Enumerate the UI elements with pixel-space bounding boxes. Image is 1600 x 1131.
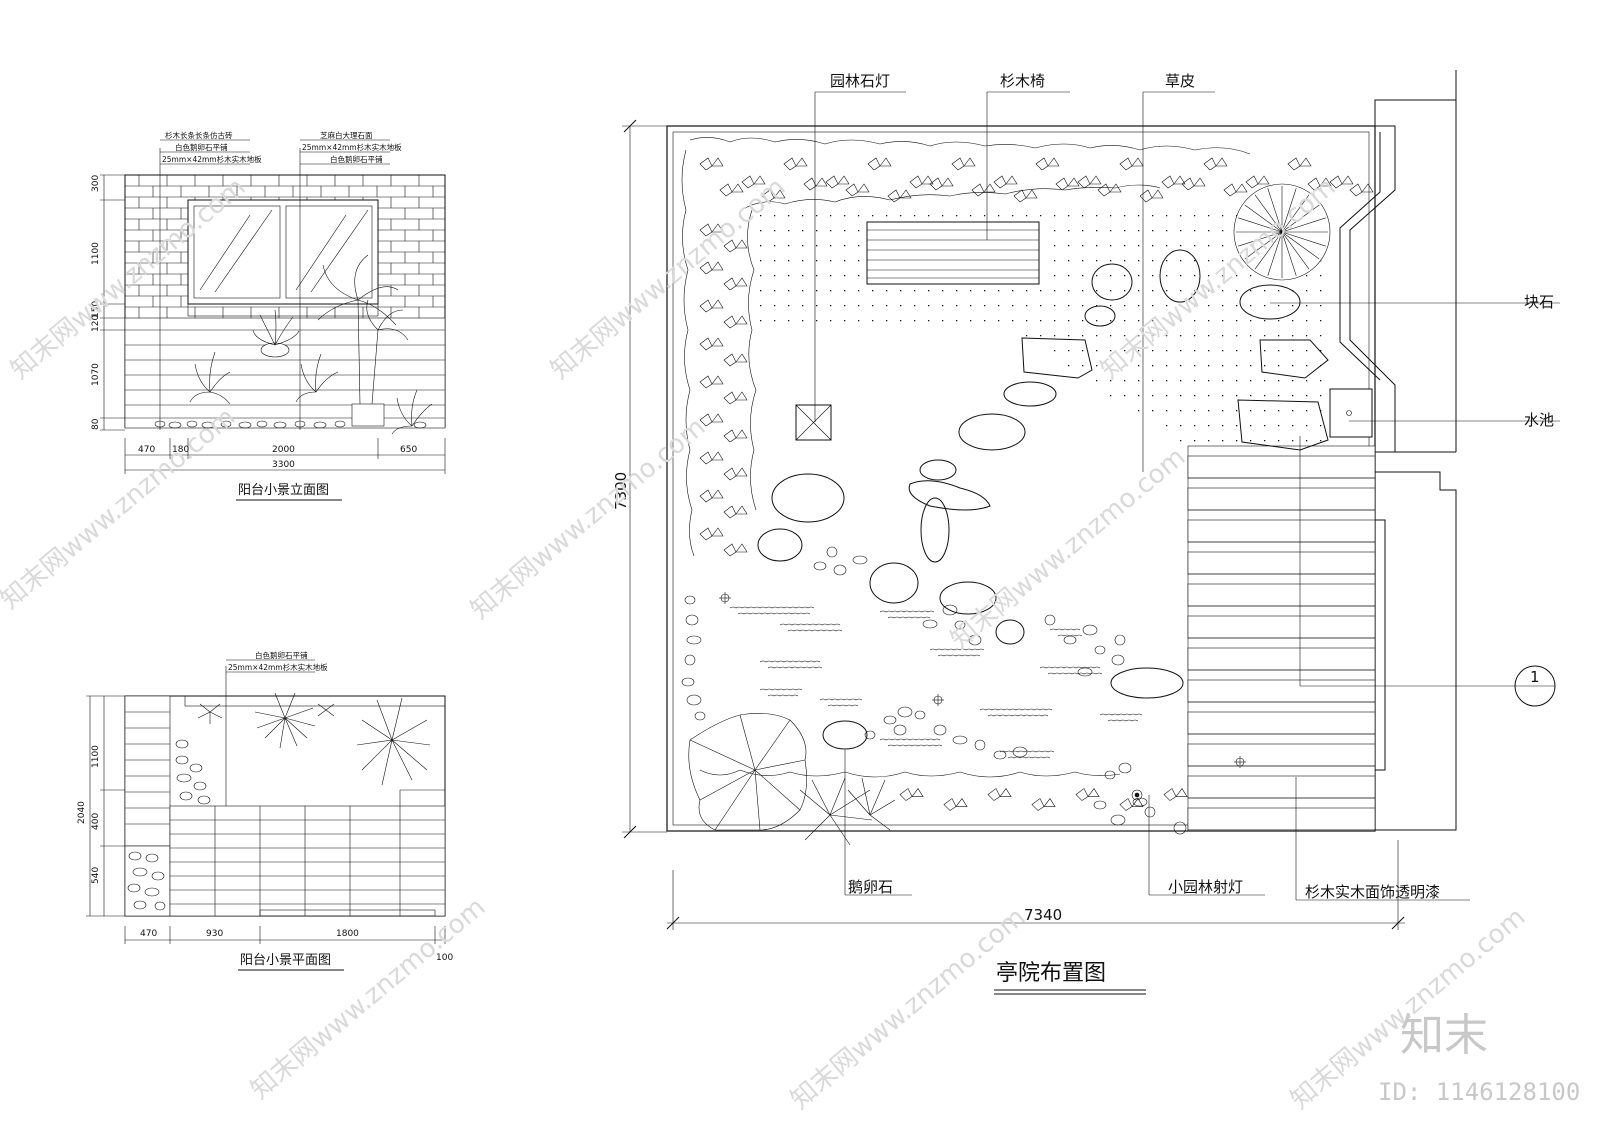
plan-dim-h-1: 470 <box>140 929 157 939</box>
plan-dim-v-2: 2040 <box>77 801 87 824</box>
plan-title: 阳台小景平面图 <box>240 953 331 968</box>
small-plant <box>189 351 433 435</box>
pond <box>1329 388 1373 438</box>
label-pond: 水池 <box>1524 411 1554 429</box>
watermark-id: ID: 1146128100 <box>1378 1078 1580 1106</box>
label-spotlight: 小园林射灯 <box>1168 878 1243 896</box>
label-rock: 块石 <box>1524 293 1554 311</box>
balcony-plan-drawing: 白色鹅卵石平铺 25mm×42mm杉木实木地板 1100 2040 400 54… <box>77 650 453 971</box>
stone-lamp <box>795 404 832 441</box>
elev-dim-h-4: 650 <box>400 445 417 455</box>
hedge-border <box>681 137 1251 778</box>
plan-note-2: 25mm×42mm杉木实木地板 <box>228 662 328 672</box>
window <box>187 199 379 305</box>
label-lawn: 草皮 <box>1165 72 1195 90</box>
elev-dim-v-1: 300 <box>91 175 101 192</box>
elev-dim-total: 3300 <box>272 460 295 470</box>
elev-dim-h-1: 470 <box>138 445 155 455</box>
leader-lines <box>814 91 1560 901</box>
tree-canopy <box>1233 183 1331 281</box>
plan-dim-h-2: 930 <box>206 929 223 939</box>
label-deck: 杉木实木面饰透明漆 <box>1305 883 1440 901</box>
elev-note-right-2: 25mm×42mm杉木实木地板 <box>302 142 402 152</box>
watermark-text: 知末网www.znzmo.com <box>245 892 491 1105</box>
label-bench: 杉木椅 <box>1000 72 1045 90</box>
elev-note-right-3: 白色鹅卵石平铺 <box>330 154 383 164</box>
elevation-title: 阳台小景立面图 <box>238 483 329 498</box>
pebble-area <box>124 845 171 917</box>
watermark-logo: 知末 <box>1400 1010 1488 1061</box>
elev-dim-v-3: 150 <box>91 301 101 318</box>
elev-dim-h-3: 2000 <box>272 445 295 455</box>
dim-height: 7300 <box>612 472 630 510</box>
plan-dim-v-1: 1100 <box>91 745 101 768</box>
balcony-elevation-drawing: 杉木长条长条仿古砖 白色鹅卵石平铺 25mm×42mm杉木实木地板 芝麻白大理石… <box>91 130 446 501</box>
water-ripples <box>729 606 1143 759</box>
dim-width: 7340 <box>1024 906 1062 924</box>
plan-dim-v-3: 400 <box>91 813 101 830</box>
floor-boards <box>169 805 446 917</box>
tropical-plant <box>688 713 896 846</box>
building-edge <box>1339 70 1457 831</box>
watermark-text: 知末网www.znzmo.com <box>0 402 241 615</box>
label-stone-lamp: 园林石灯 <box>830 72 890 90</box>
elev-dim-v-4: 120 <box>91 315 101 332</box>
plan-dim-h-3: 1800 <box>336 929 359 939</box>
wood-siding <box>124 317 446 429</box>
plan-note-1: 白色鹅卵石平铺 <box>255 650 308 660</box>
elev-note-right-1: 芝麻白大理石面 <box>320 130 373 140</box>
label-pebble: 鹅卵石 <box>848 878 893 896</box>
pebbles <box>681 546 1156 826</box>
watermark-text: 知末网www.znzmo.com <box>785 902 1031 1115</box>
deck-boards <box>1187 445 1376 832</box>
deck-strip <box>124 695 171 847</box>
plan-dim-extra: 100 <box>436 953 453 963</box>
elev-note-left-2: 白色鹅卵石平铺 <box>175 142 228 152</box>
plan-dim-v-4: 540 <box>91 867 101 884</box>
shrub-leaves <box>699 157 1374 811</box>
stepping-stones <box>757 249 1329 750</box>
elev-dim-v-5: 1070 <box>91 363 101 386</box>
plan-plants <box>197 692 431 786</box>
elev-note-left-3: 25mm×42mm杉木实木地板 <box>162 154 262 164</box>
spotlight-icon <box>719 592 1246 801</box>
elev-dim-v-6: 80 <box>91 418 101 430</box>
hanging-pot <box>252 309 300 358</box>
potted-palm <box>317 254 409 427</box>
cedar-bench <box>866 221 1040 285</box>
courtyard-title: 亭院布置图 <box>996 961 1106 986</box>
courtyard-plan-drawing: 1 园林石灯 杉木椅 草皮 块石 水池 鹅卵石 小园林射灯 杉木实木面饰透明漆 … <box>612 70 1560 995</box>
elev-dim-v-2: 1100 <box>91 242 101 265</box>
section-marker: 1 <box>1530 668 1540 686</box>
elev-dim-h-2: 180 <box>172 445 189 455</box>
elev-note-left-1: 杉木长条长条仿古砖 <box>165 130 233 140</box>
